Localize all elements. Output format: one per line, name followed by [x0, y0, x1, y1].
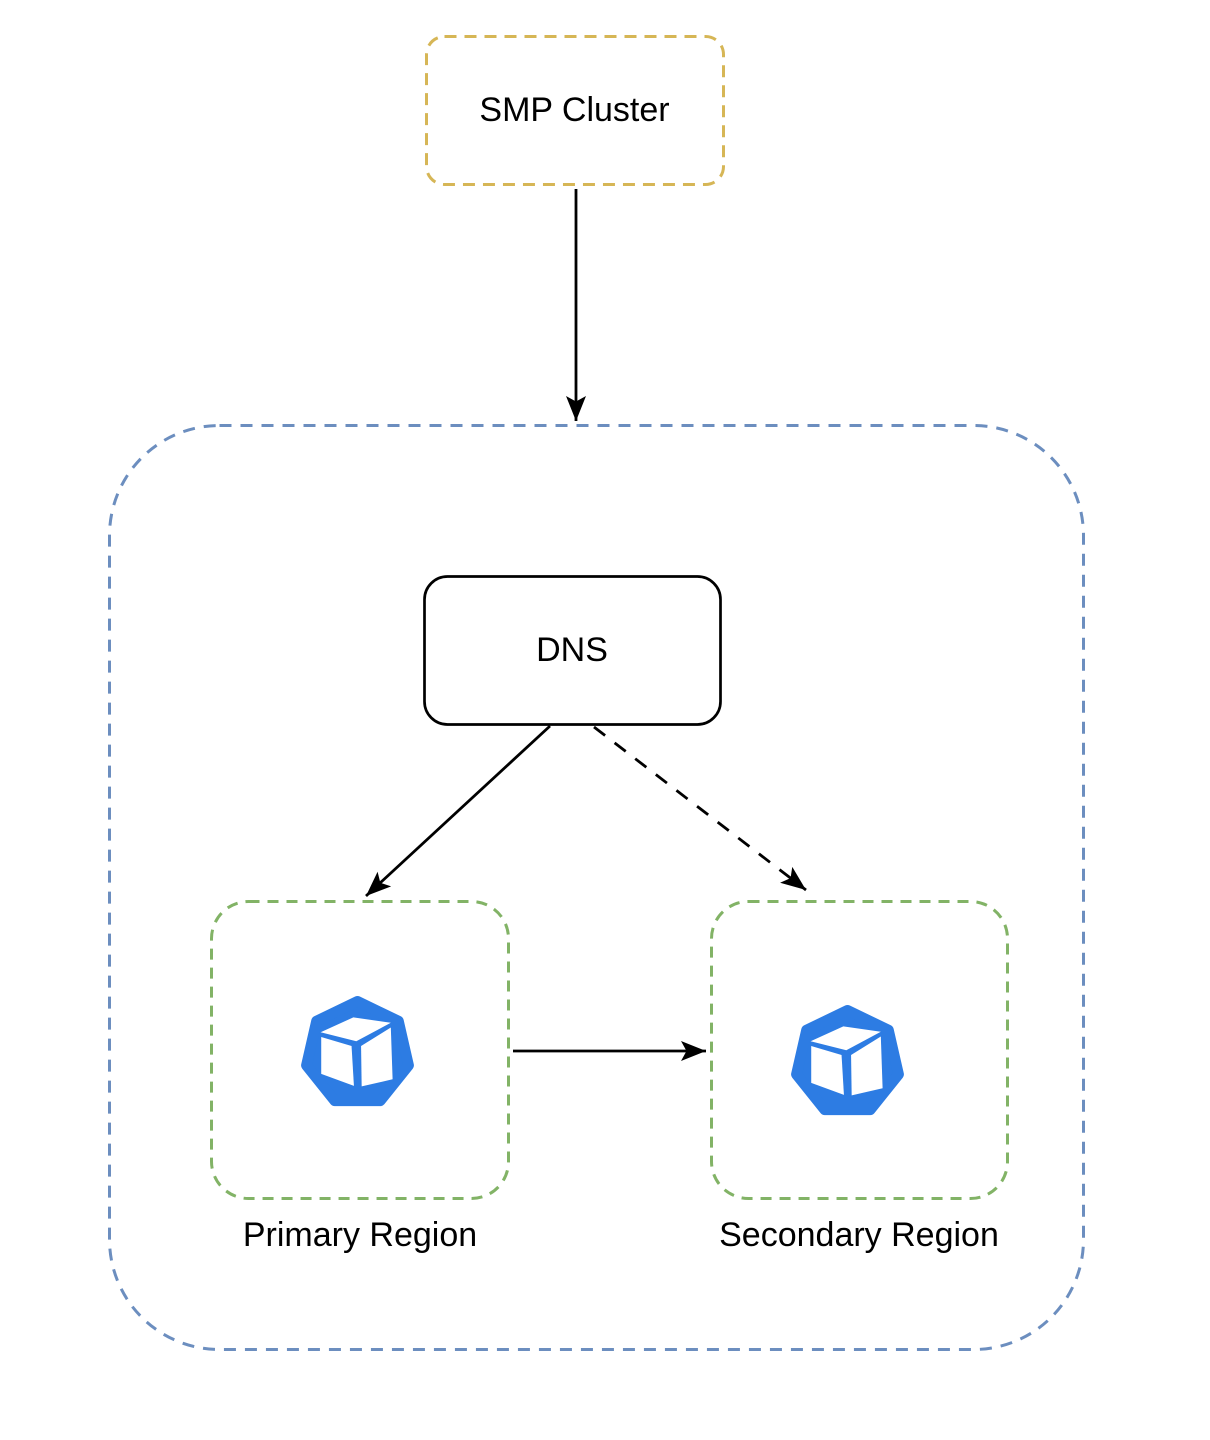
- node-region-container-box: [108, 424, 1085, 1351]
- cube-top-face: [320, 1017, 391, 1042]
- node-dns-box: [423, 575, 722, 726]
- edge-dns-to-primary-region: [365, 724, 551, 898]
- node-smp-cluster-box: [425, 35, 725, 186]
- kubernetes-cluster-icon: [791, 1004, 904, 1116]
- edge-dns-to-secondary-region: [593, 725, 807, 892]
- cube-right-face: [361, 1027, 393, 1087]
- cube-left-face: [321, 1037, 354, 1086]
- node-secondary-region-box: [710, 900, 1009, 1200]
- cube-left-face: [811, 1046, 844, 1095]
- cube-right-face: [851, 1036, 883, 1096]
- cube-top-face: [810, 1026, 881, 1051]
- kubernetes-cluster-icon: [301, 995, 414, 1107]
- node-primary-region-box: [210, 900, 510, 1200]
